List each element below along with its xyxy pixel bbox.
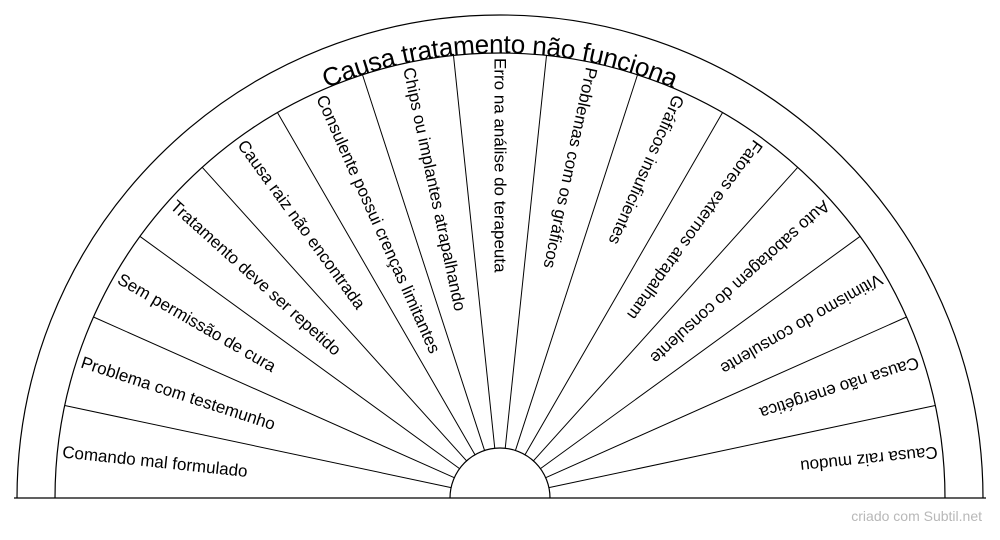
title-glyph: a: [437, 31, 455, 63]
segment-label: Erro na análise do terapeuta: [491, 58, 510, 273]
title-glyph: o: [559, 33, 578, 65]
segment-divider: [64, 404, 452, 489]
segment-label: Comando mal formulado: [61, 443, 248, 481]
segment-divider: [452, 55, 496, 449]
segment-divider: [545, 316, 907, 479]
segment-label: Causa raiz mudou: [799, 443, 938, 476]
center-arc: [449, 447, 551, 499]
outer-arc: [16, 14, 984, 499]
segment-divider: [362, 74, 486, 451]
segment-label: Problema com testemunho: [79, 353, 278, 434]
title-glyph: u: [587, 38, 608, 70]
segment-divider: [540, 236, 861, 470]
segment-divider: [504, 55, 548, 449]
segment-label: Tratamento deve ser repetido: [167, 197, 345, 360]
segment-divider: [139, 236, 460, 470]
footer-credit: criado com Subtil.net: [851, 508, 982, 524]
segment-divider: [548, 404, 936, 489]
title-glyph: e: [474, 29, 490, 60]
title-glyph: n: [600, 41, 621, 74]
segment-label: Gráficos insuficientes: [605, 92, 688, 247]
segment-divider: [201, 166, 467, 462]
title-glyph: m: [452, 30, 476, 62]
chart-structure: [14, 14, 986, 499]
segment-divider: [93, 316, 455, 479]
title-glyph: t: [503, 29, 511, 59]
segment-divider: [524, 112, 723, 455]
segment-label: Problemas com os gráficos: [540, 66, 601, 271]
segment-divider: [533, 166, 799, 462]
segment-label: Auto sabotagem do consulente: [646, 197, 833, 368]
title-glyph: ã: [545, 31, 563, 63]
segment-divider: [514, 74, 638, 451]
title-glyph: n: [531, 30, 548, 61]
segment-labels: Comando mal formulado Problema com testem…: [61, 58, 938, 481]
segment-divider: [277, 112, 476, 455]
segment-label: Causa não energética: [757, 353, 922, 423]
title-glyph: a: [415, 34, 435, 66]
title-glyph: n: [489, 29, 504, 59]
inner-arc: [54, 52, 946, 499]
title-glyph: o: [510, 29, 526, 60]
